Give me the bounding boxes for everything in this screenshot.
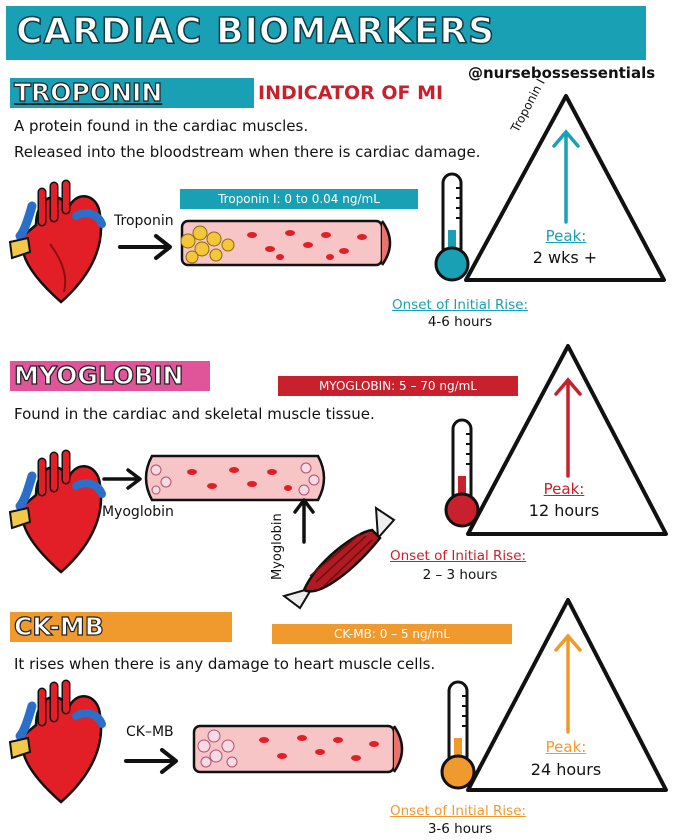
myoglobin-onset-label: Onset of Initial Rise: [390,548,527,564]
blood-vessel-icon [180,219,392,267]
ckmb-peak-label: Peak: [545,738,587,756]
myoglobin-peak-label: Peak: [543,480,585,498]
troponin-onset-value: 4-6 hours [427,314,493,330]
heart-icon [8,179,106,304]
troponin-heading: TROPONIN [13,77,163,107]
myoglobin-heading: MYOGLOBIN [13,360,184,390]
myoglobin-normal-range: MYOGLOBIN: 5 – 70 ng/mL [278,376,518,396]
myoglobin-arrow-label: Myoglobin [102,504,174,520]
page-title: CARDIAC BIOMARKERS [15,10,496,53]
thermometer-icon [444,418,480,528]
heart-icon [8,679,106,804]
troponin-normal-range: Troponin I: 0 to 0.04 ng/mL [180,189,418,209]
troponin-arrow-label: Troponin [114,213,174,229]
myoglobin-description: Found in the cardiac and skeletal muscle… [14,405,375,423]
triangle-diagram [466,598,668,792]
mi-indicator-tag: INDICATOR OF MI [258,82,444,104]
muscle-icon [281,506,396,610]
myoglobin-label-bar [10,361,210,391]
troponin-onset-label: Onset of Initial Rise: [392,297,529,313]
ckmb-label-bar [10,612,232,642]
ckmb-onset-label: Onset of Initial Rise: [390,803,527,819]
thermometer-icon [440,680,476,790]
heart-icon [8,449,106,574]
ckmb-peak-value: 24 hours [530,760,602,779]
myoglobin-onset-value: 2 – 3 hours [422,567,498,583]
title-banner [6,6,646,60]
ckmb-description: It rises when there is any damage to hea… [14,655,436,673]
right-arrow-icon [124,748,178,774]
blood-vessel-icon [144,454,326,502]
ckmb-arrow-label: CK–MB [126,724,174,740]
troponin-peak-value: 2 wks + [532,248,598,267]
troponin-description-2: Released into the bloodstream when there… [14,143,481,161]
troponin-description-1: A protein found in the cardiac muscles. [14,117,309,135]
troponin-label-bar [10,78,254,108]
right-arrow-icon [118,234,172,260]
up-arrow-icon [293,498,315,544]
triangle-diagram [464,94,666,282]
thermometer-icon [434,172,470,282]
triangle-diagram [466,344,668,536]
ckmb-onset-value: 3-6 hours [427,821,493,837]
author-handle: @nursebossessentials [468,64,656,82]
myoglobin-peak-value: 12 hours [528,501,600,520]
blood-vessel-icon [192,724,404,774]
ckmb-heading: CK-MB [13,611,104,641]
ckmb-normal-range: CK-MB: 0 – 5 ng/mL [272,624,512,644]
right-arrow-icon [102,468,142,490]
troponin-peak-label: Peak: [545,227,587,245]
